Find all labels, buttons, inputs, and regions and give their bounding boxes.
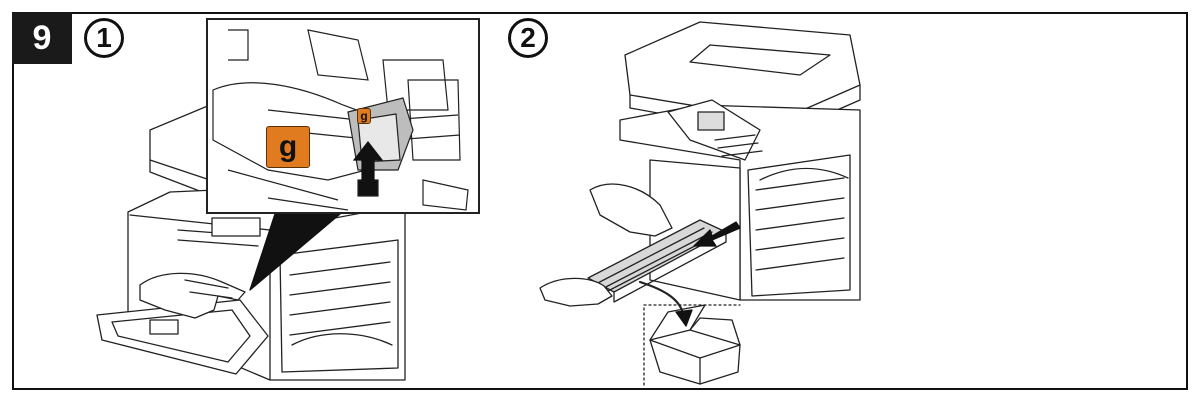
arrow-left-icon (693, 221, 741, 247)
arrow-up-icon (352, 141, 384, 181)
toner-drum-icon (587, 219, 727, 303)
zoom-inset (206, 18, 480, 214)
discard-zone-outline (643, 304, 741, 386)
callout-g-marker: g (357, 108, 371, 124)
panel-1-number: 1 (84, 18, 124, 58)
open-box-icon (649, 304, 741, 385)
panel-2-number: 2 (508, 18, 548, 58)
hand-2b-icon (589, 183, 673, 237)
printer-2-icon (619, 21, 861, 301)
inset-illustration (212, 29, 469, 211)
hand-1-icon (139, 272, 246, 319)
zoom-wedge (249, 213, 341, 291)
hand-2a-icon (539, 277, 613, 307)
step-number-badge: 9 (12, 12, 72, 64)
callout-g-label: g (266, 126, 310, 168)
